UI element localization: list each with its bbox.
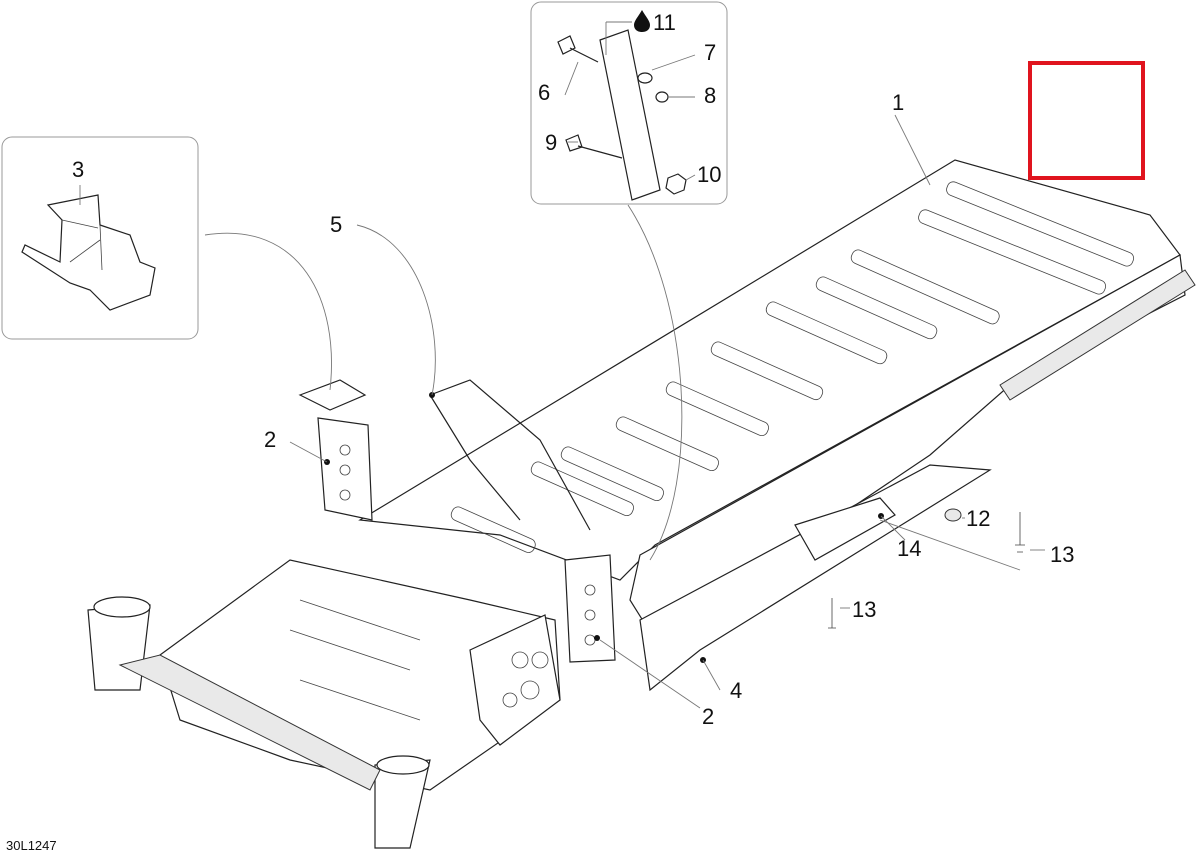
callout-10: 10 <box>697 162 721 187</box>
callout-9: 9 <box>545 130 557 155</box>
diagram-code: 30L1247 <box>6 838 57 853</box>
callout-5: 5 <box>330 212 342 237</box>
callout-14: 14 <box>897 536 921 561</box>
callout-1: 1 <box>892 90 904 115</box>
callout-7: 7 <box>704 40 716 65</box>
callout-6: 6 <box>538 80 550 105</box>
callout-13b: 13 <box>852 597 876 622</box>
callout-12: 12 <box>966 506 990 531</box>
frame-assembly <box>87 114 1196 849</box>
callout-13a: 13 <box>1050 542 1074 567</box>
callout-4: 4 <box>730 678 742 703</box>
highlight-box <box>1028 61 1145 180</box>
callout-2a: 2 <box>264 427 276 452</box>
callout-11: 11 <box>653 10 676 35</box>
callout-3: 3 <box>72 157 84 182</box>
callout-8: 8 <box>704 83 716 108</box>
callout-2b: 2 <box>702 704 714 729</box>
drop-icon <box>634 10 650 32</box>
inset-part-3 <box>1 136 199 340</box>
inset-fasteners <box>530 1 728 205</box>
